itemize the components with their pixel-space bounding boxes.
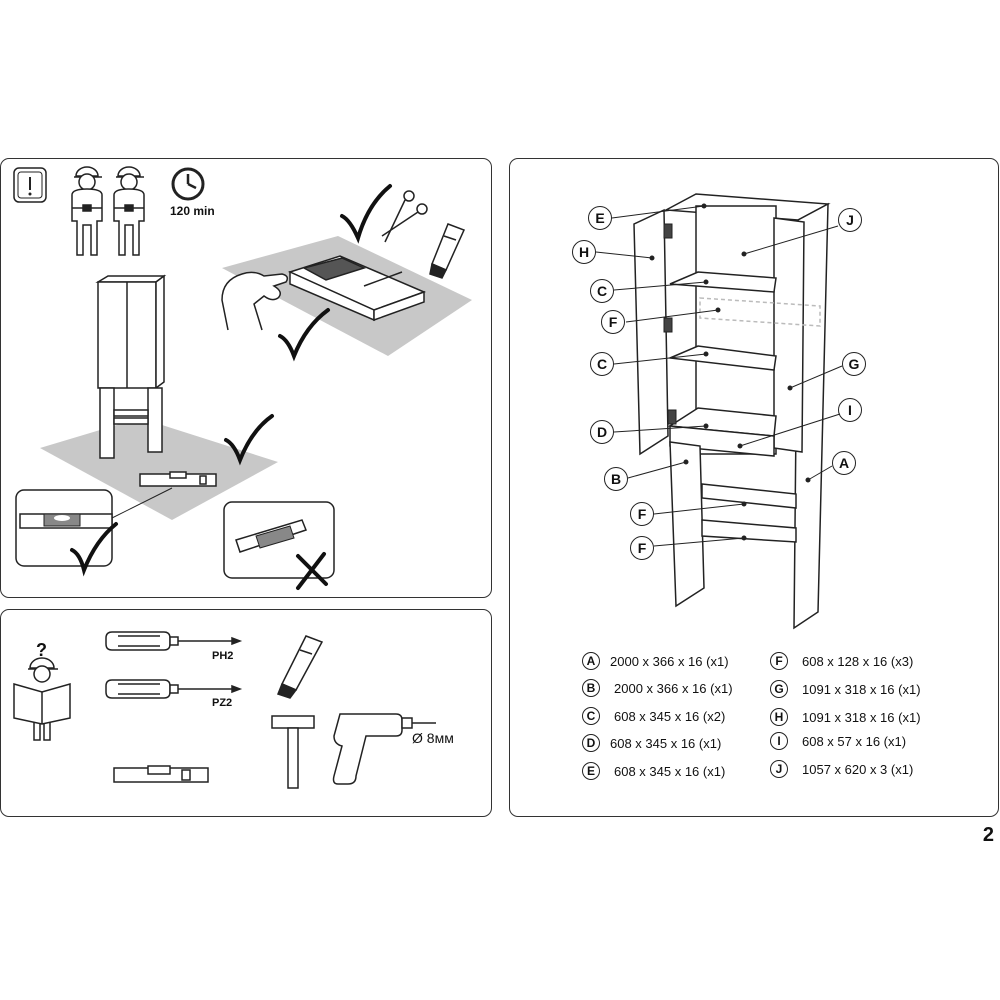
time-label: 120 min xyxy=(170,204,215,218)
part-spec: 2000 x 366 x 16 (x1) xyxy=(610,653,729,669)
checkmark-icon xyxy=(278,308,330,362)
part-f-panel xyxy=(701,483,797,509)
part-spec: 1057 x 620 x 3 (x1) xyxy=(802,761,914,777)
utility-knife-icon xyxy=(277,635,324,699)
scissors-icon xyxy=(381,190,428,243)
part-letter: J xyxy=(770,760,788,778)
part-c-shelf xyxy=(669,271,777,293)
part-c-shelf xyxy=(667,345,777,371)
part-letter: B xyxy=(582,679,600,697)
checkmark-icon xyxy=(340,184,392,244)
part-row-j: J 1057 x 620 x 3 (x1) xyxy=(770,758,913,780)
package-box xyxy=(287,255,427,322)
callout-d: D xyxy=(590,420,614,444)
part-spec: 608 x 128 x 16 (x3) xyxy=(802,653,914,669)
callout-j: J xyxy=(838,208,862,232)
part-letter: E xyxy=(582,762,600,780)
callout-g: G xyxy=(842,352,866,376)
part-row-e: E 608 x 345 x 16 (x1) xyxy=(582,760,725,782)
callout-a: A xyxy=(832,451,856,475)
person-reading-manual-icon xyxy=(13,657,71,741)
part-letter: A xyxy=(582,652,600,670)
callout-b: B xyxy=(604,467,628,491)
screwdriver-ph2-icon xyxy=(105,631,243,651)
callout-e: E xyxy=(588,206,612,230)
part-spec: 1091 x 318 x 16 (x1) xyxy=(802,681,921,697)
part-letter: C xyxy=(582,707,600,725)
part-letter: G xyxy=(770,680,788,698)
callout-f: F xyxy=(630,536,654,560)
part-spec: 608 x 345 x 16 (x1) xyxy=(614,763,726,779)
page-number: 2 xyxy=(982,824,994,846)
spirit-level-icon xyxy=(113,765,209,783)
part-row-f: F 608 x 128 x 16 (x3) xyxy=(770,650,913,672)
part-row-c: C 608 x 345 x 16 (x2) xyxy=(582,705,725,727)
part-row-d: D 608 x 345 x 16 (x1) xyxy=(582,732,721,754)
callout-c: C xyxy=(590,279,614,303)
tools-panel xyxy=(0,609,492,817)
callout-h: H xyxy=(572,240,596,264)
hand-icon xyxy=(221,271,289,331)
part-row-h: H 1091 x 318 x 16 (x1) xyxy=(770,706,921,728)
part-row-i: I 608 x 57 x 16 (x1) xyxy=(770,730,906,752)
part-letter: I xyxy=(770,732,788,750)
ph2-label: PH2 xyxy=(212,650,234,662)
two-people-icon xyxy=(71,166,145,256)
part-g-door xyxy=(773,217,805,453)
part-h-door xyxy=(633,208,669,456)
part-spec: 608 x 345 x 16 (x1) xyxy=(610,735,722,751)
cabinet-sketch xyxy=(95,274,167,459)
part-spec: 608 x 57 x 16 (x1) xyxy=(802,733,907,749)
part-spec: 1091 x 318 x 16 (x1) xyxy=(802,709,921,725)
part-letter: D xyxy=(582,734,600,752)
part-letter: H xyxy=(770,708,788,726)
spirit-level-icon xyxy=(139,471,217,487)
part-letter: F xyxy=(770,652,788,670)
part-row-b: B 2000 x 366 x 16 (x1) xyxy=(582,677,733,699)
part-row-g: G 1091 x 318 x 16 (x1) xyxy=(770,678,921,700)
drill-icon xyxy=(332,713,436,785)
part-spec: 608 x 345 x 16 (x2) xyxy=(614,708,726,724)
part-spec: 2000 x 366 x 16 (x1) xyxy=(614,680,733,696)
clock-icon xyxy=(171,167,205,201)
callout-f: F xyxy=(601,310,625,334)
screwdriver-pz2-icon xyxy=(105,679,243,699)
level-correct-inset xyxy=(15,489,118,577)
warning-icon xyxy=(13,167,47,203)
callout-f: F xyxy=(630,502,654,526)
level-wrong-inset xyxy=(223,501,335,590)
callout-c: C xyxy=(590,352,614,376)
checkmark-icon xyxy=(224,414,274,466)
drill-bit-label: Ø 8мм xyxy=(412,730,454,746)
pz2-label: PZ2 xyxy=(212,697,233,709)
hammer-icon xyxy=(271,715,315,789)
part-row-a: A 2000 x 366 x 16 (x1) xyxy=(582,650,729,672)
help-question-mark: ? xyxy=(36,640,47,660)
part-b-side xyxy=(669,441,705,608)
part-f-panel xyxy=(701,519,797,543)
utility-knife-icon xyxy=(429,223,466,279)
callout-i: I xyxy=(838,398,862,422)
